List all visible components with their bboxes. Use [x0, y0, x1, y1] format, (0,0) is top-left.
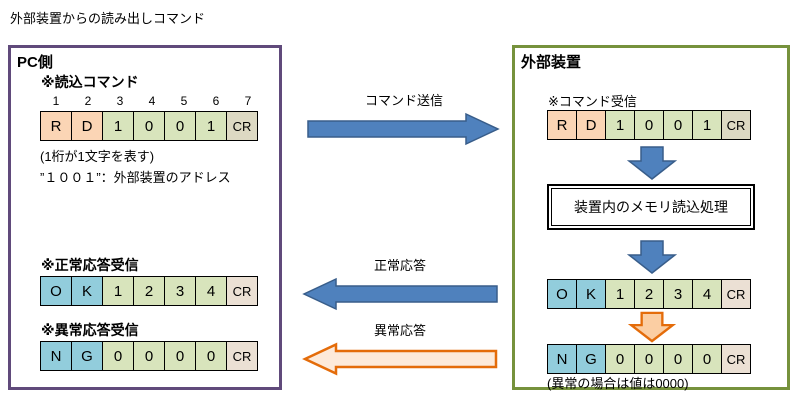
- cell: 1: [605, 110, 635, 140]
- cell: 0: [663, 344, 693, 374]
- error-response-row: N G 0 0 0 0 CR: [40, 341, 258, 371]
- command-receive-label: ※コマンド受信: [548, 94, 637, 109]
- digit-header: 3: [116, 94, 124, 108]
- cell: 0: [605, 344, 635, 374]
- read-command-note2: ”１００１”：外部装置のアドレス: [40, 170, 231, 185]
- cell: 2: [634, 279, 664, 309]
- read-command-label: ※読込コマンド: [41, 74, 139, 90]
- error-response-arrow: [302, 342, 498, 376]
- pc-panel: PC側 ※読込コマンド 1 2 3 4 5 6 7 R D 1 0 0 1 CR…: [8, 45, 282, 390]
- read-command-row: R D 1 0 0 1 CR: [40, 111, 258, 141]
- cell: CR: [226, 111, 258, 141]
- cell: 0: [663, 110, 693, 140]
- command-receive-row: R D 1 0 0 1 CR: [547, 110, 751, 140]
- cell: CR: [721, 110, 751, 140]
- error-response-arrow-label: 異常応答: [373, 323, 426, 338]
- ok-response-row: O K 1 2 3 4 CR: [547, 279, 751, 309]
- digit-header: 1: [52, 94, 60, 108]
- digit-header-row: 1 2 3 4 5 6 7: [40, 94, 264, 108]
- read-command-note1: (1桁が1文字を表す): [40, 149, 155, 164]
- down-arrow-1: [627, 146, 677, 180]
- error-response-label: ※異常応答受信: [41, 322, 139, 338]
- device-panel-title: 外部装置: [521, 54, 582, 71]
- cell: 3: [663, 279, 693, 309]
- cell: 3: [164, 276, 196, 306]
- digit-header: 5: [180, 94, 188, 108]
- ng-note: (異常の場合は値は0000): [547, 376, 689, 391]
- cell: N: [40, 341, 72, 371]
- cell: 2: [133, 276, 165, 306]
- cell: 0: [164, 111, 196, 141]
- cell: 0: [133, 341, 165, 371]
- cell: G: [71, 341, 103, 371]
- digit-header: 7: [244, 94, 252, 108]
- cell: 1: [692, 110, 722, 140]
- cell: O: [40, 276, 72, 306]
- cell: N: [547, 344, 577, 374]
- cell: K: [71, 276, 103, 306]
- command-send-arrow: [307, 112, 500, 146]
- ng-response-row: N G 0 0 0 0 CR: [547, 344, 751, 374]
- process-box: 装置内のメモリ読込処理: [547, 184, 755, 230]
- pc-panel-title: PC側: [17, 54, 53, 71]
- cell: CR: [226, 341, 258, 371]
- device-panel: 外部装置 ※コマンド受信 R D 1 0 0 1 CR 装置内のメモリ読込処理 …: [512, 45, 790, 391]
- cell: R: [547, 110, 577, 140]
- command-send-label: コマンド送信: [364, 93, 443, 108]
- cell: 0: [634, 344, 664, 374]
- cell: CR: [226, 276, 258, 306]
- error-down-arrow: [627, 311, 677, 343]
- down-arrow-2: [627, 240, 677, 274]
- digit-header: 2: [84, 94, 92, 108]
- digit-header: 4: [148, 94, 156, 108]
- cell: D: [576, 110, 606, 140]
- cell: 0: [102, 341, 134, 371]
- cell: 1: [102, 276, 134, 306]
- process-box-label: 装置内のメモリ読込処理: [551, 188, 751, 226]
- cell: CR: [721, 279, 751, 309]
- cell: 0: [133, 111, 165, 141]
- cell: 1: [102, 111, 134, 141]
- digit-header: 6: [212, 94, 220, 108]
- normal-response-label: ※正常応答受信: [41, 257, 139, 273]
- cell: CR: [721, 344, 751, 374]
- cell: 1: [605, 279, 635, 309]
- cell: G: [576, 344, 606, 374]
- cell: 4: [692, 279, 722, 309]
- normal-response-arrow-label: 正常応答: [373, 258, 426, 273]
- cell: 0: [634, 110, 664, 140]
- cell: D: [71, 111, 103, 141]
- cell: 0: [195, 341, 227, 371]
- normal-response-row: O K 1 2 3 4 CR: [40, 276, 258, 306]
- cell: 1: [195, 111, 227, 141]
- cell: R: [40, 111, 72, 141]
- page-title: 外部装置からの読み出しコマンド: [10, 11, 206, 26]
- cell: 4: [195, 276, 227, 306]
- cell: 0: [692, 344, 722, 374]
- cell: K: [576, 279, 606, 309]
- cell: O: [547, 279, 577, 309]
- normal-response-arrow: [302, 277, 498, 311]
- cell: 0: [164, 341, 196, 371]
